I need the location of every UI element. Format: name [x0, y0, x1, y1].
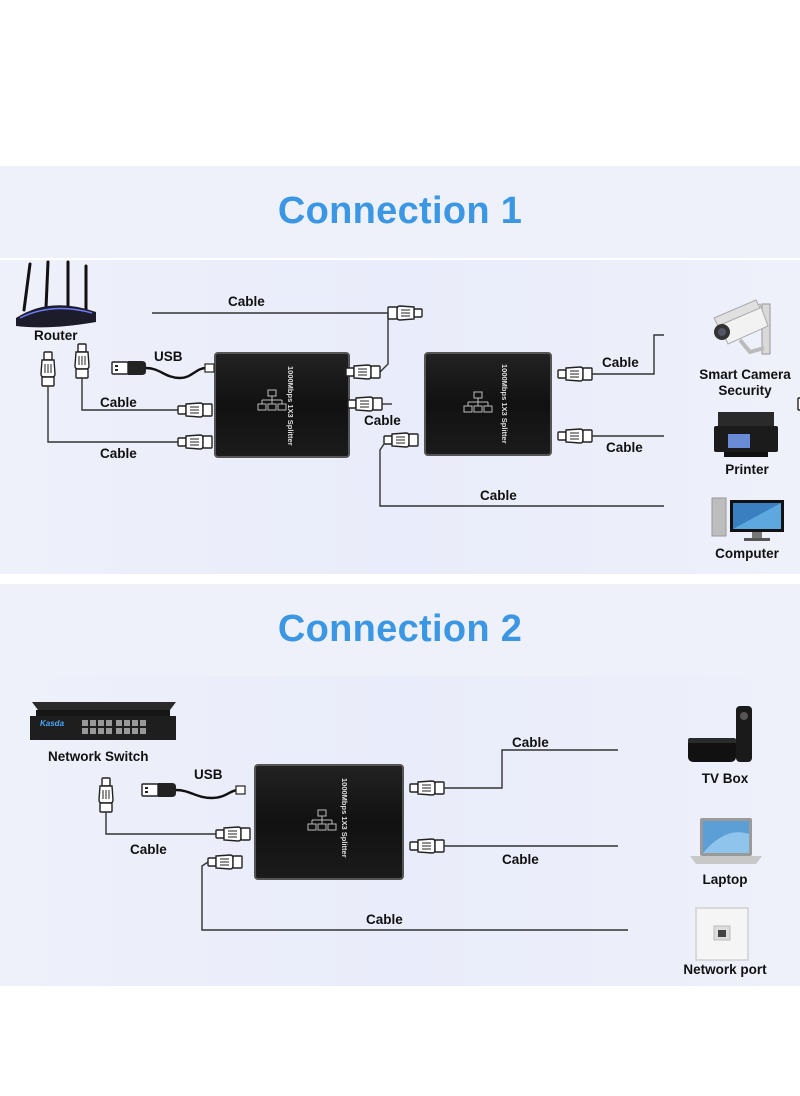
cable-label: Cable: [130, 842, 167, 857]
laptop-label: Laptop: [702, 872, 748, 887]
connection1-title: Connection 1: [277, 190, 523, 232]
router-label: Router: [34, 328, 78, 343]
cable-label: Cable: [502, 852, 539, 867]
camera-label: Smart Camera Security: [690, 367, 800, 399]
tv-box-icon: [688, 706, 752, 762]
cable-label: Cable: [512, 735, 549, 750]
connection1-title-panel: [0, 166, 800, 258]
usb-label: USB: [154, 349, 183, 364]
usb-label: USB: [194, 767, 223, 782]
wall-network-port-icon: [695, 907, 749, 961]
cable-label: Cable: [100, 446, 137, 461]
camera-icon: [713, 299, 771, 355]
tvbox-label: TV Box: [701, 771, 749, 786]
computer-label: Computer: [715, 546, 779, 561]
cable-label: Cable: [364, 413, 401, 428]
computer-icon: [711, 497, 784, 541]
cable-label: Cable: [606, 440, 643, 455]
splitter-label: 1000Mbps 1X3 Splitter: [500, 364, 509, 444]
connection2-title: Connection 2: [277, 608, 523, 650]
printer-label: Printer: [725, 462, 769, 477]
splitter-label: 1000Mbps 1X3 Splitter: [340, 778, 349, 858]
cable-label: Cable: [480, 488, 517, 503]
network-port-label: Network port: [683, 962, 767, 977]
cable-label: Cable: [602, 355, 639, 370]
connection2-title-panel: [0, 584, 800, 676]
network-switch-icon: [30, 702, 176, 740]
laptop-icon: [690, 818, 762, 864]
router-icon: [16, 260, 96, 328]
camera-label-text: Smart Camera Security: [699, 367, 791, 398]
network-switch-label: Network Switch: [48, 749, 149, 764]
switch-brand: Kasda: [40, 719, 65, 728]
cable-label: Cable: [100, 395, 137, 410]
splitter-box-2: 1000Mbps 1X3 Splitter: [254, 764, 404, 880]
printer-icon: [714, 412, 778, 457]
cable-label: Cable: [366, 912, 403, 927]
cable-label: Cable: [228, 294, 265, 309]
splitter-label: 1000Mbps 1X3 Splitter: [286, 366, 295, 446]
